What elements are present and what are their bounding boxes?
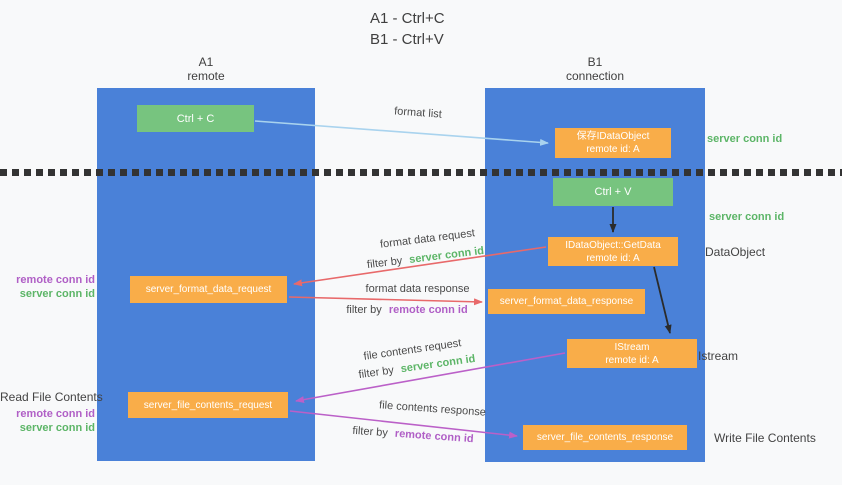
- node-server-format-data-request: server_format_data_request: [130, 276, 287, 303]
- column-header-b1: B1 connection: [485, 55, 705, 83]
- column-a1-id: A1: [198, 55, 214, 69]
- node-ctrl-c-label: Ctrl + C: [176, 112, 215, 125]
- node-ctrl-v-label: Ctrl + V: [594, 186, 632, 198]
- right-label-istream: Istream: [698, 349, 739, 363]
- column-a1-subtitle: remote: [187, 69, 225, 83]
- arrow-format-data-request: [293, 246, 547, 287]
- node-server-file-contents-request: server_file_contents_request: [128, 392, 288, 418]
- phase-separator-dotted-line: [0, 169, 842, 176]
- node-server-file-contents-response: server_file_contents_response: [523, 425, 687, 450]
- arrow-getdata-to-istream: [653, 266, 672, 334]
- node-server-format-data-request-label: server_format_data_request: [145, 284, 272, 295]
- node-getdata-line2: remote id: A: [586, 252, 640, 264]
- left-server-conn-id-1: server conn id: [19, 288, 95, 300]
- right-label-server-conn-id-2: server conn id: [709, 211, 785, 223]
- left-label-read-file-contents: Read File Contents: [0, 390, 103, 404]
- left-remote-conn-id-1: remote conn id: [16, 274, 95, 286]
- node-save-idataobject-line2: remote id: A: [586, 144, 640, 155]
- node-server-format-data-response-label: server_format_data_response: [499, 296, 634, 307]
- label-format-data-response: format data response: [365, 283, 470, 295]
- left-remote-conn-id-2: remote conn id: [16, 408, 95, 420]
- title-line-a1: A1 - Ctrl+C: [370, 10, 445, 27]
- node-server-format-data-response: server_format_data_response: [488, 289, 645, 314]
- node-ctrl-v: Ctrl + V: [553, 178, 673, 206]
- column-b1-subtitle: connection: [565, 69, 625, 83]
- arrow-file-contents-request: [295, 352, 566, 404]
- arrow-format-data-response: [288, 296, 483, 306]
- remote-conn-id-text: remote conn id: [388, 304, 468, 316]
- node-server-file-contents-request-label: server_file_contents_request: [143, 399, 273, 411]
- node-ctrl-c: Ctrl + C: [137, 105, 254, 132]
- arrow-file-contents-response: [289, 410, 518, 439]
- node-idataobject-getdata: IDataObject::GetData remote id: A: [548, 237, 678, 266]
- left-server-conn-id-2: server conn id: [19, 422, 95, 434]
- node-save-idataobject: 保存IDataObject remote id: A: [555, 128, 671, 158]
- node-save-idataobject-line1: 保存IDataObject: [576, 131, 650, 142]
- left-label-conn-ids-1: remote conn id server conn id: [0, 273, 95, 301]
- node-istream-line2: remote id: A: [605, 354, 659, 366]
- node-istream-line1: IStream: [614, 341, 650, 353]
- right-label-server-conn-id-1: server conn id: [707, 133, 783, 145]
- filter-by-text: filter by: [346, 304, 382, 316]
- node-server-file-contents-response-label: server_file_contents_response: [536, 432, 674, 443]
- column-header-a1: A1 remote: [97, 55, 315, 83]
- left-label-conn-ids-2: remote conn id server conn id: [0, 407, 95, 435]
- node-getdata-line1: IDataObject::GetData: [565, 239, 661, 251]
- filter-by-text: filter by: [352, 424, 389, 440]
- label-filter-by-remote-conn-id-1: filter by remote conn id: [342, 304, 472, 316]
- right-label-dataobject: DataObject: [705, 245, 766, 259]
- right-label-write-file-contents: Write File Contents: [714, 431, 816, 445]
- title-line-b1: B1 - Ctrl+V: [370, 31, 444, 48]
- arrow-format-list: [254, 120, 549, 146]
- node-istream: IStream remote id: A: [567, 339, 697, 368]
- column-b1-id: B1: [587, 55, 603, 69]
- diagram-title: A1 - Ctrl+C B1 - Ctrl+V: [370, 8, 445, 50]
